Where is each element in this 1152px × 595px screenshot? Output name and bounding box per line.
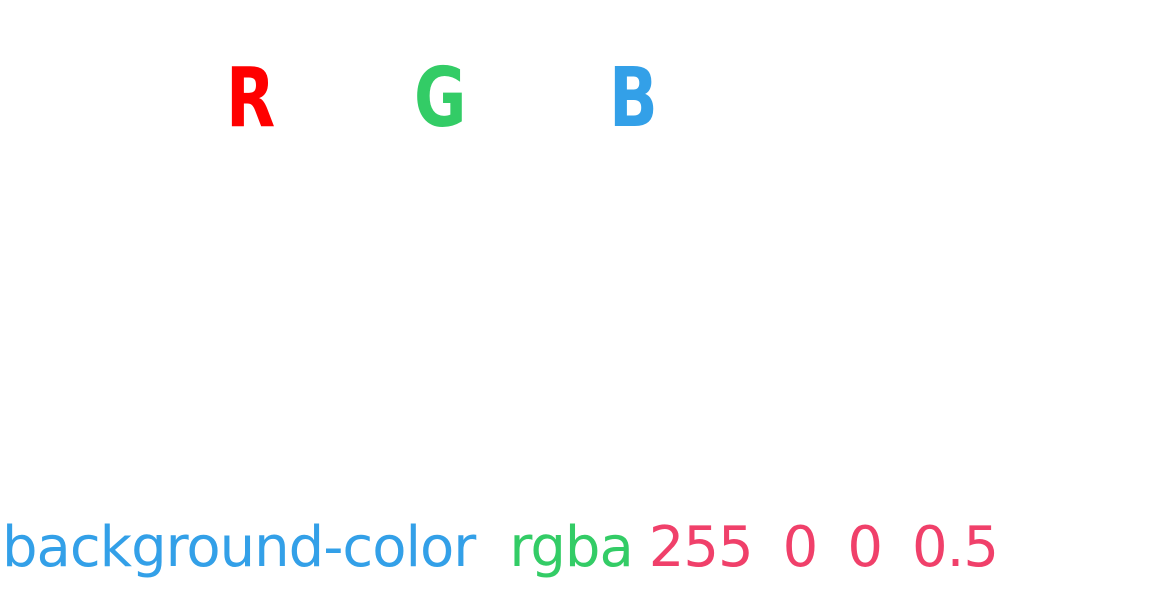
css-function: rgba	[509, 515, 633, 580]
value-red: 255	[648, 515, 754, 580]
css-property: background-color	[2, 515, 476, 580]
channel-r-label: R	[226, 51, 276, 146]
value-blue: 0	[847, 515, 883, 580]
value-green: 0	[782, 515, 819, 580]
channel-g-label: G	[414, 51, 467, 146]
value-alpha: 0.5	[911, 515, 999, 580]
channel-b-label: B	[609, 51, 658, 146]
